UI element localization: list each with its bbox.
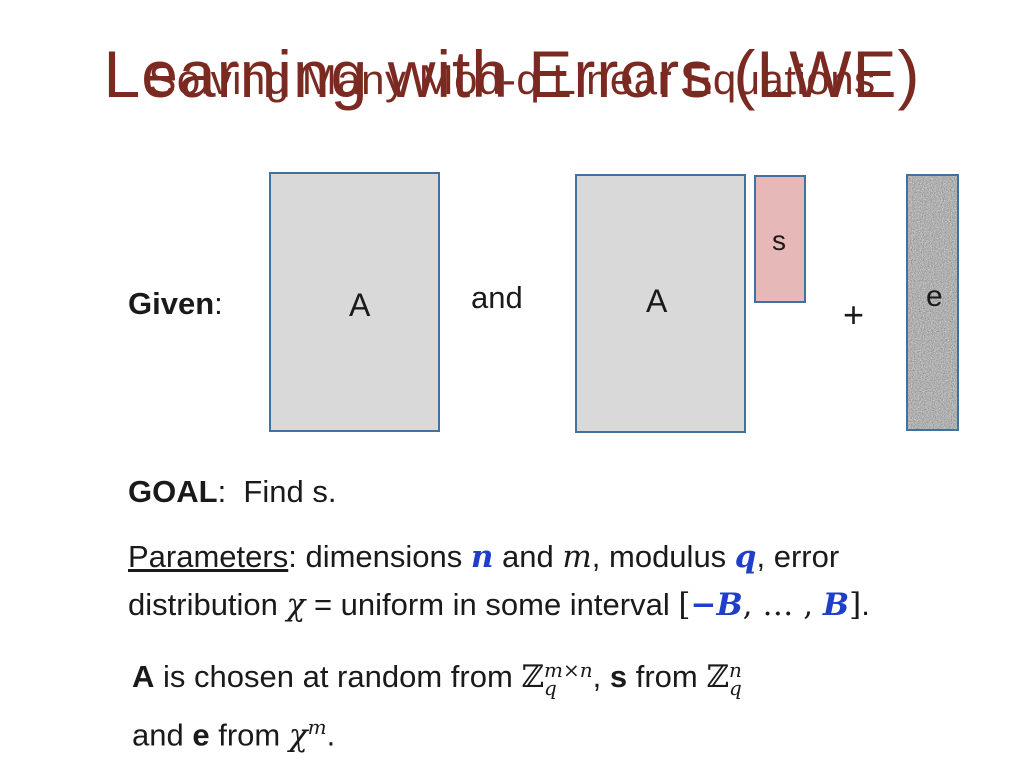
interval-dots: , … ,: [742, 587, 823, 623]
slide-title: Learning with Errors (LWE): [103, 37, 921, 111]
param-m: m: [562, 539, 592, 575]
matrix-a-left: [269, 172, 440, 432]
interval-right-bracket: ]: [849, 587, 862, 623]
parameters-text: distribution: [128, 587, 287, 622]
param-chi: χ: [286, 587, 306, 623]
param-n: n: [470, 539, 494, 575]
choice-chi: χ: [288, 717, 308, 754]
slide-title-underlay: Solving Many Mod-q Linear Equations: [148, 56, 876, 103]
matrix-dimension-superscript: m×n: [544, 658, 593, 682]
param-b-upper: B: [822, 587, 850, 623]
choice-end: .: [326, 717, 336, 753]
choice-line-2: and e from χm.: [132, 703, 335, 759]
interval-minus: −: [690, 587, 717, 623]
secret-vector-label: s: [772, 225, 786, 256]
choice-text: ,: [592, 659, 610, 694]
plus-sign: +: [843, 294, 865, 335]
integers-mod-q-symbol: ℤ: [521, 659, 545, 695]
modulus-subscript: q: [544, 676, 557, 700]
choice-text: is chosen at random from: [154, 659, 522, 694]
given-label-line: Given:: [128, 280, 223, 328]
goal-label: GOAL: [128, 474, 218, 509]
matrix-a-right: [575, 174, 746, 433]
param-q: q: [734, 539, 757, 575]
error-vector-label: e: [926, 280, 943, 313]
parameters-text: : dimensions: [288, 539, 471, 574]
noise-texture: [908, 176, 957, 429]
parameters-text: and: [493, 539, 563, 574]
parameters-text: , error: [756, 539, 840, 574]
choice-text: from: [209, 717, 289, 753]
and-label: and: [471, 280, 523, 315]
parameters-label: Parameters: [128, 539, 289, 574]
goal-text: Find s.: [243, 474, 337, 509]
matrix-a-right-label: A: [646, 283, 668, 319]
choice-text: from: [627, 659, 707, 694]
vector-dimension-superscript: n: [729, 658, 742, 682]
choice-e: e: [192, 717, 210, 753]
param-b-lower: B: [716, 587, 743, 623]
chi-power-m: m: [307, 715, 327, 739]
error-vector-e: [906, 174, 959, 431]
given-label: Given: [128, 286, 215, 321]
parameters-end: .: [861, 587, 870, 622]
interval-left-bracket: [: [678, 587, 691, 623]
parameters-line-1: Parameters: dimensions n and m, modulus …: [128, 533, 839, 581]
parameters-text: = uniform in some interval: [305, 587, 679, 622]
matrix-a-left-label: A: [349, 287, 371, 323]
goal-line: GOAL: Find s.: [128, 468, 336, 516]
choice-text: and: [132, 717, 193, 753]
parameters-line-2: distribution χ = uniform in some interva…: [128, 581, 870, 629]
parameters-text: , modulus: [591, 539, 735, 574]
integers-mod-q-symbol: ℤ: [706, 659, 729, 695]
secret-vector-s: [754, 175, 806, 303]
choice-a: A: [132, 659, 155, 694]
modulus-subscript: q: [729, 676, 742, 700]
given-colon: :: [214, 286, 223, 321]
choice-s: s: [609, 659, 628, 694]
goal-colon: :: [217, 474, 227, 509]
